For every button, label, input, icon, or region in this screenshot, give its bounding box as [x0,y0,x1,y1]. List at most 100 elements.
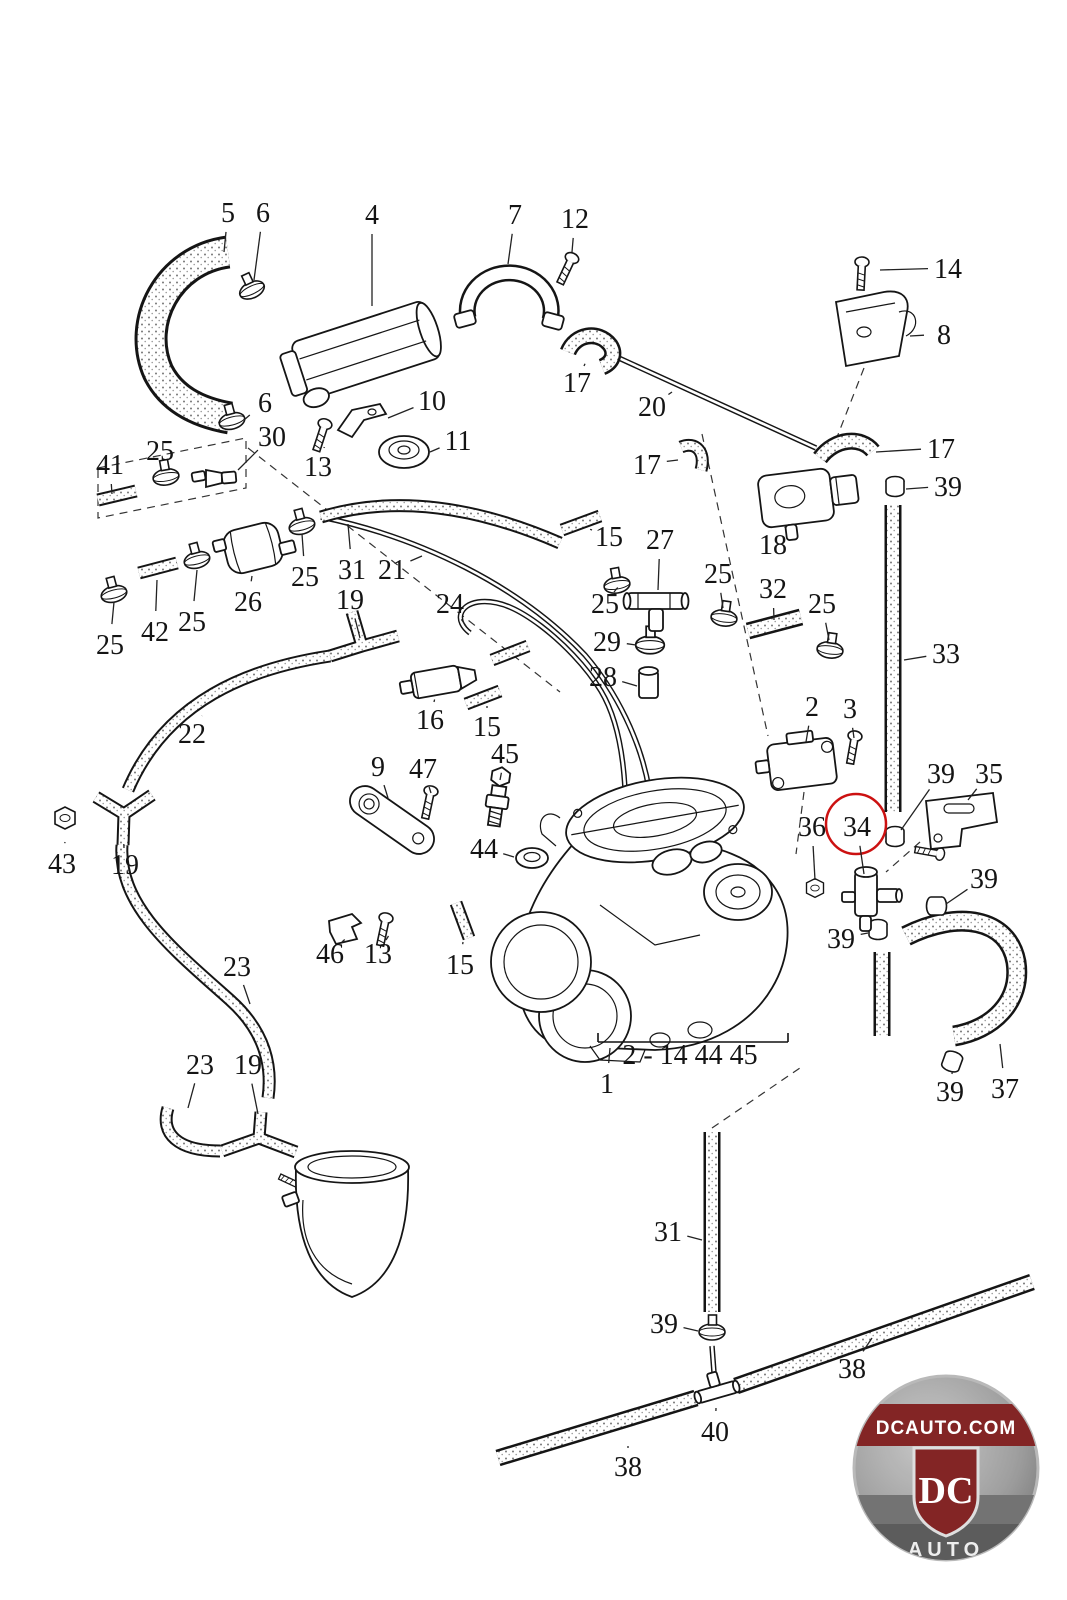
screw-12 [553,249,582,288]
leader-36 [812,845,816,881]
leader-38 [862,1337,873,1352]
part-label-15: 15 [473,712,501,743]
leader-16 [433,699,436,703]
highlight-circle [824,792,888,856]
leader-24 [460,619,467,627]
part-label-27: 27 [646,525,674,556]
part-label-45: 45 [491,739,519,770]
leader-28 [622,680,638,687]
leader-39 [860,932,869,936]
leader-37 [999,1043,1004,1069]
leader-13 [385,935,390,941]
leader-6 [243,414,251,421]
part-label-6: 6 [258,388,272,419]
part-label-40: 40 [701,1417,729,1448]
y-fitting-19-mid [330,612,398,656]
part-label-9: 9 [371,752,385,783]
screw-13-top [308,416,335,454]
part-28-sleeve [638,666,659,699]
cap-39-top [885,475,905,498]
part-11-cap [378,435,430,469]
leader-8 [909,334,925,337]
leader-2 [805,725,810,743]
part-45-fitting [484,766,512,828]
leader-25 [301,533,305,557]
leader-17 [583,363,586,367]
part-label-1: 1 [600,1069,614,1100]
logo-site-text: DCAUTO.COM [876,1418,1017,1439]
part-8-bracket [834,290,917,368]
leader-12 [571,237,574,253]
hose-41 [98,491,136,500]
leader-33 [903,655,927,661]
part-label-19: 19 [336,585,364,616]
leader-26 [250,575,253,582]
part-26-damper [211,521,297,575]
clamp-25 [284,505,318,538]
part-label-29: 29 [593,627,621,658]
leader-25 [111,601,115,625]
leader-25 [613,587,619,593]
leader-35 [967,788,978,801]
part-label-35: 35 [975,759,1003,790]
leader-17 [875,448,922,453]
leader-17 [666,459,679,463]
clamp-39 [698,1314,726,1341]
part-label-20: 20 [638,392,666,423]
part-27-t-fitting [622,592,690,632]
leader-21 [410,555,423,562]
hose-38-right [736,1282,1032,1386]
hose-23-lower [166,1108,220,1151]
leader-27 [657,558,660,591]
part-label-11: 11 [445,426,472,457]
part-label-6: 6 [256,198,270,229]
part-label-30: 30 [258,422,286,453]
throttle-body-assembly [490,776,789,1063]
leader-47 [428,786,432,794]
cap-39-hose37 [939,1048,965,1075]
part-label-15: 15 [446,950,474,981]
leader-11 [429,447,440,453]
leader-23 [187,1083,196,1109]
leader-25 [825,622,830,641]
part-label-19: 19 [234,1050,262,1081]
leader-1 [608,1047,611,1064]
part-34-valve [841,866,903,932]
part-label-8: 8 [937,320,951,351]
assembly-bracket-line [597,1033,789,1043]
part-label-24: 24 [436,589,464,620]
part-label-4: 4 [365,200,379,231]
leader-42 [155,579,158,612]
leader-29 [626,643,637,646]
part-label-3: 3 [843,694,857,725]
clamp-25 [815,630,847,661]
part-label-25: 25 [704,559,732,590]
clamp-25 [179,539,213,572]
part-label-2: 2 [805,692,819,723]
leader-39 [683,1326,699,1332]
part-label-42: 42 [141,617,169,648]
part-46-bracket [328,912,363,946]
leader-39 [900,789,931,831]
leader-19 [354,618,361,639]
part-label-43: 43 [48,849,76,880]
part-44-washer [515,847,549,869]
part-label-2-144445: 2 - 14 44 45 [622,1040,757,1071]
screw-14 [852,255,871,292]
part-label-25: 25 [591,589,619,620]
part-label-39: 39 [970,864,998,895]
y-fitting-19-bottom [222,1112,296,1152]
part-label-39: 39 [936,1077,964,1108]
logo-brand-text: DC [919,1470,974,1512]
leader-25 [193,569,198,602]
part-label-25: 25 [96,630,124,661]
nut-43 [54,806,76,830]
part-30-fitting [190,468,238,489]
part-label-25: 25 [178,607,206,638]
leader-34 [859,845,865,875]
part-label-46: 46 [316,939,344,970]
clamp-6-top [232,268,268,304]
plug-39-bracket [925,896,948,916]
part-label-22: 22 [178,719,206,750]
